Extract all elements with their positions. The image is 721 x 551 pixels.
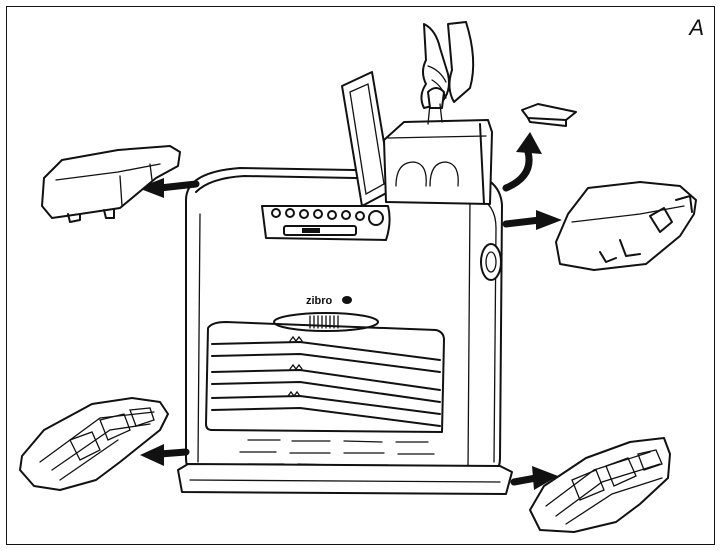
grille-badge xyxy=(273,312,379,332)
power-button xyxy=(368,210,384,226)
control-button xyxy=(313,209,323,219)
arrow-top-right-icon xyxy=(502,210,562,230)
figure-label: A xyxy=(689,15,704,40)
side-knob xyxy=(480,243,502,281)
control-button xyxy=(327,210,337,220)
bottom-left-foot xyxy=(19,397,169,491)
hand-icon xyxy=(420,21,475,125)
control-panel xyxy=(261,205,391,241)
bottom-right-foot xyxy=(529,437,671,533)
control-button xyxy=(299,209,309,219)
fuel-tank xyxy=(383,119,493,205)
arrow-top-left-icon xyxy=(138,178,200,198)
control-button xyxy=(355,211,365,221)
lower-vents xyxy=(239,439,435,466)
top-right-panel xyxy=(555,181,697,271)
top-left-panel xyxy=(41,145,181,223)
tank-cap-icon xyxy=(427,87,445,109)
cap-arrow-icon xyxy=(502,132,542,192)
arrow-bottom-right-icon xyxy=(510,466,558,490)
base-plate xyxy=(177,463,513,495)
front-louvres xyxy=(205,321,445,433)
control-button xyxy=(285,208,295,218)
control-button xyxy=(341,210,351,220)
brand-logo: zibro xyxy=(306,295,333,307)
tank-cap-removed xyxy=(521,103,577,127)
control-button xyxy=(271,208,281,218)
arrow-bottom-left-icon xyxy=(140,444,190,466)
